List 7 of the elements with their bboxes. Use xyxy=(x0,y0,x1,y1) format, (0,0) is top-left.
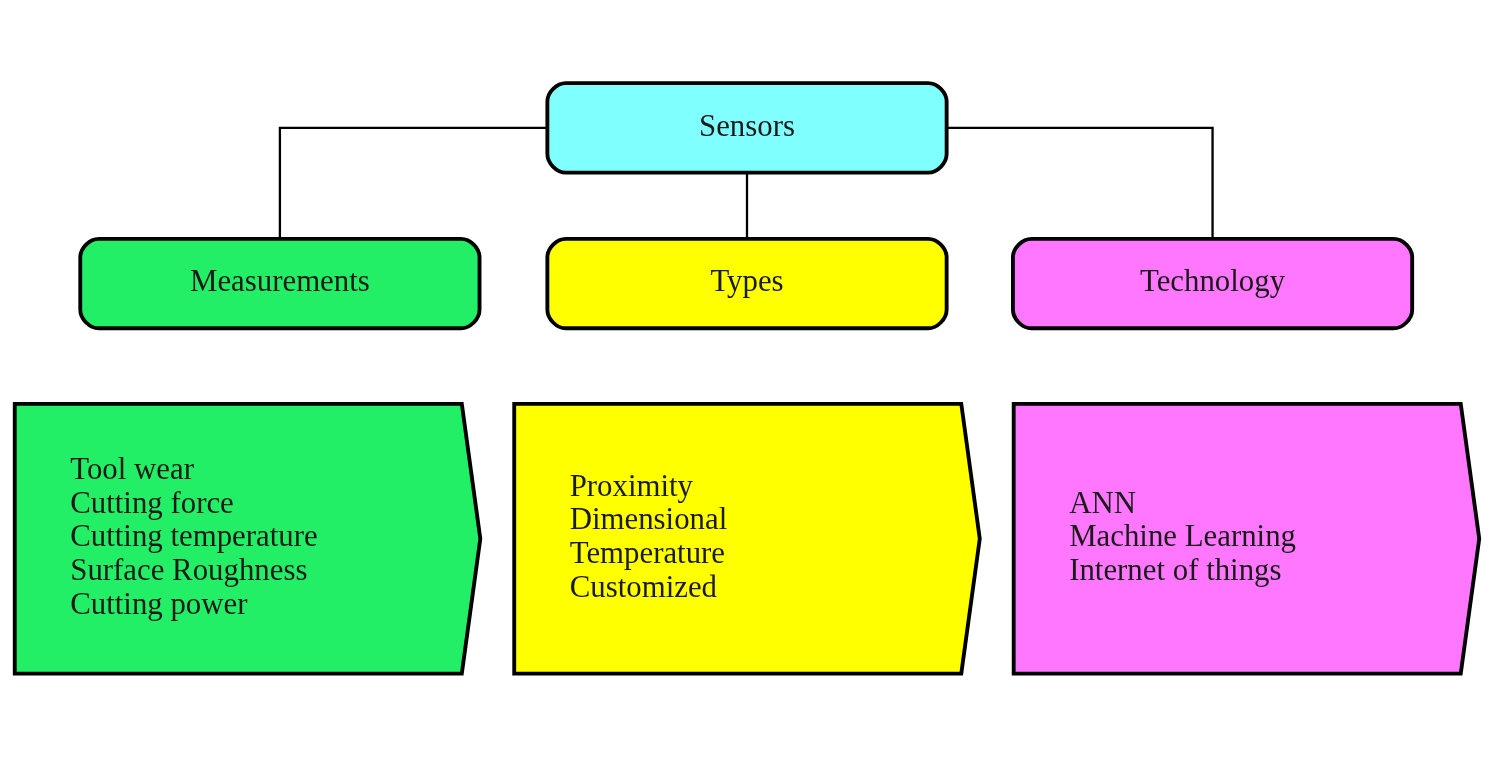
connector xyxy=(278,126,547,239)
node-box: Technology xyxy=(1011,236,1415,331)
connector xyxy=(947,126,1214,239)
node-box: Measurements xyxy=(78,236,482,331)
node-box: Sensors xyxy=(545,81,949,175)
connector xyxy=(745,172,749,239)
node-box: Types xyxy=(545,236,949,331)
